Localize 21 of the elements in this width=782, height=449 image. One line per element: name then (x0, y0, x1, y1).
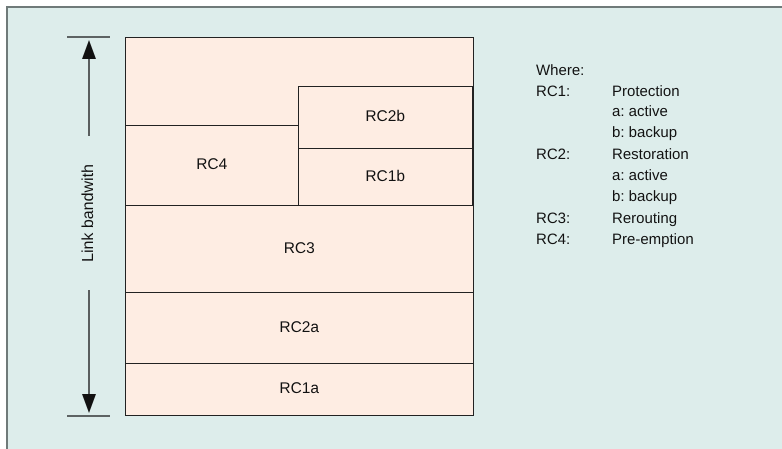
legend-text: RC1: (536, 84, 570, 99)
legend-text: RC2: (536, 147, 570, 162)
legend-text: Protection (612, 84, 680, 99)
legend-text: Restoration (612, 147, 689, 162)
block-label: RC3 (284, 240, 315, 258)
legend-text: RC4: (536, 232, 570, 247)
legend-text: RC3: (536, 211, 570, 226)
legend-text: Pre-emption (612, 232, 694, 247)
block-label: RC1a (279, 380, 320, 398)
legend-text: a: active (612, 168, 668, 183)
legend-text: Where: (536, 63, 584, 78)
legend-text: Rerouting (612, 211, 678, 226)
block-label: RC2b (365, 108, 405, 126)
stack-frame (125, 37, 474, 416)
block-label: RC4 (196, 156, 228, 174)
block-label: RC2a (279, 318, 320, 337)
legend-text: a: active (612, 104, 668, 119)
bandwidth-block (298, 86, 473, 149)
legend-text: b: backup (612, 189, 678, 204)
block-label: RC1b (365, 168, 405, 186)
legend-text: b: backup (612, 125, 678, 140)
